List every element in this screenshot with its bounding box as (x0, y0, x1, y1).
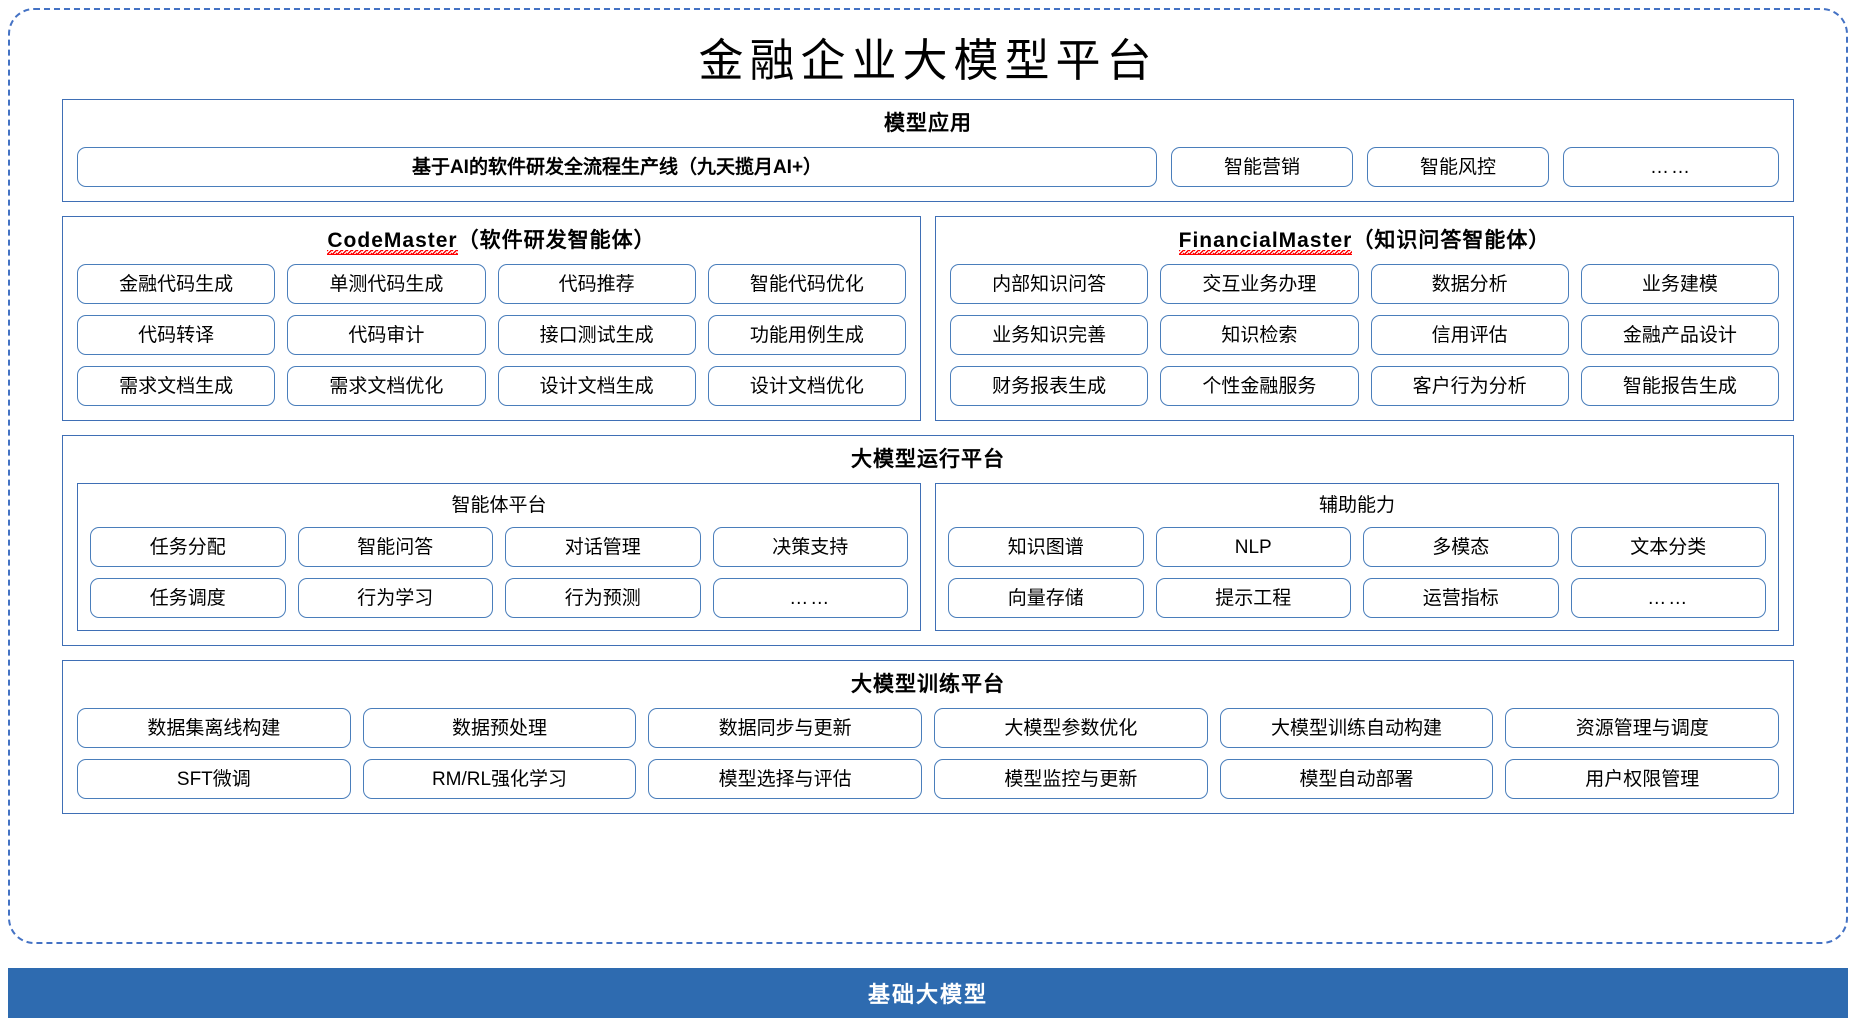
training-platform-title: 大模型训练平台 (851, 673, 1005, 697)
codemaster-name-cn: （软件研发智能体） (457, 229, 656, 253)
training-platform-panel: 大模型训练平台 数据集离线构建 数据预处理 数据同步与更新 大模型参数优化 大模… (62, 660, 1794, 815)
tile-code-recommend[interactable]: 代码推荐 (497, 264, 696, 305)
tile-behavior-learning[interactable]: 行为学习 (297, 578, 493, 619)
tile-resource-management[interactable]: 资源管理与调度 (1505, 708, 1780, 749)
tile-requirement-doc-gen[interactable]: 需求文档生成 (77, 366, 276, 407)
tile-functional-case-gen[interactable]: 功能用例生成 (707, 315, 906, 356)
financialmaster-row-2: 业务知识完善 知识检索 信用评估 金融产品设计 (950, 315, 1779, 356)
tile-text-classification[interactable]: 文本分类 (1570, 527, 1766, 568)
page-title: 金融企业大模型平台 (698, 34, 1158, 87)
codemaster-row-2: 代码转译 代码审计 接口测试生成 功能用例生成 (77, 315, 906, 356)
auxiliary-row-1: 知识图谱 NLP 多模态 文本分类 (948, 527, 1766, 568)
tile-operation-metrics[interactable]: 运营指标 (1363, 578, 1559, 619)
app-tile-marketing[interactable]: 智能营销 (1171, 147, 1353, 188)
tile-agent-platform-more[interactable]: …… (712, 578, 908, 619)
tile-task-allocation[interactable]: 任务分配 (90, 527, 286, 568)
training-row-1: 数据集离线构建 数据预处理 数据同步与更新 大模型参数优化 大模型训练自动构建 … (77, 708, 1780, 749)
tile-sft-finetune[interactable]: SFT微调 (77, 759, 351, 800)
tile-task-scheduling[interactable]: 任务调度 (90, 578, 286, 619)
tile-api-test-gen[interactable]: 接口测试生成 (497, 315, 696, 356)
runtime-platform-title: 大模型运行平台 (851, 448, 1005, 472)
agents-section: CodeMaster（软件研发智能体） 金融代码生成 单测代码生成 代码推荐 智… (62, 216, 1794, 422)
tile-interactive-business[interactable]: 交互业务办理 (1160, 264, 1359, 305)
runtime-subpanels: 智能体平台 任务分配 智能问答 对话管理 决策支持 任务调度 行为学习 行为预测… (77, 483, 1779, 632)
tile-auxiliary-more[interactable]: …… (1570, 578, 1766, 619)
codemaster-title: CodeMaster（软件研发智能体） (77, 229, 906, 256)
tile-business-knowledge-improve[interactable]: 业务知识完善 (950, 315, 1149, 356)
financialmaster-panel: FinancialMaster（知识问答智能体） 内部知识问答 交互业务办理 数… (935, 216, 1794, 422)
model-application-tiles: 基于AI的软件研发全流程生产线（九天揽月AI+） 智能营销 智能风控 …… (77, 147, 1779, 188)
auxiliary-capability-subpanel: 辅助能力 知识图谱 NLP 多模态 文本分类 向量存储 提示工程 运营指标 …… (935, 483, 1779, 632)
tile-personalized-finance-service[interactable]: 个性金融服务 (1160, 366, 1359, 407)
tile-model-auto-deploy[interactable]: 模型自动部署 (1219, 759, 1494, 800)
tile-data-sync-update[interactable]: 数据同步与更新 (648, 708, 923, 749)
financialmaster-name-latin: FinancialMaster (1178, 229, 1353, 256)
tile-dataset-offline-build[interactable]: 数据集离线构建 (77, 708, 351, 749)
tile-vector-store[interactable]: 向量存储 (948, 578, 1144, 619)
tile-smart-qa[interactable]: 智能问答 (297, 527, 493, 568)
tile-internal-knowledge-qa[interactable]: 内部知识问答 (950, 264, 1149, 305)
codemaster-row-1: 金融代码生成 单测代码生成 代码推荐 智能代码优化 (77, 264, 906, 305)
tile-smart-report-gen[interactable]: 智能报告生成 (1580, 366, 1779, 407)
tile-behavior-prediction[interactable]: 行为预测 (505, 578, 701, 619)
app-tile-risk-control[interactable]: 智能风控 (1367, 147, 1549, 188)
base-model-bar: 基础大模型 (8, 968, 1848, 1018)
runtime-platform-panel: 大模型运行平台 智能体平台 任务分配 智能问答 对话管理 决策支持 任务调度 行… (62, 435, 1794, 647)
tile-smart-code-optimize[interactable]: 智能代码优化 (707, 264, 906, 305)
financialmaster-row-1: 内部知识问答 交互业务办理 数据分析 业务建模 (950, 264, 1779, 305)
codemaster-panel: CodeMaster（软件研发智能体） 金融代码生成 单测代码生成 代码推荐 智… (62, 216, 921, 422)
tile-multimodal[interactable]: 多模态 (1363, 527, 1559, 568)
tile-code-gen-finance[interactable]: 金融代码生成 (77, 264, 276, 305)
tile-prompt-engineering[interactable]: 提示工程 (1155, 578, 1351, 619)
tile-user-permission[interactable]: 用户权限管理 (1505, 759, 1780, 800)
model-application-panel: 模型应用 基于AI的软件研发全流程生产线（九天揽月AI+） 智能营销 智能风控 … (62, 99, 1794, 203)
tile-dialog-management[interactable]: 对话管理 (505, 527, 701, 568)
tile-customer-behavior-analysis[interactable]: 客户行为分析 (1370, 366, 1569, 407)
codemaster-name-latin: CodeMaster (327, 229, 458, 256)
financialmaster-name-cn: （知识问答智能体） (1352, 229, 1551, 253)
agent-platform-row-1: 任务分配 智能问答 对话管理 决策支持 (90, 527, 908, 568)
tile-design-doc-gen[interactable]: 设计文档生成 (497, 366, 696, 407)
app-tile-more[interactable]: …… (1563, 147, 1779, 188)
tile-financial-report-gen[interactable]: 财务报表生成 (950, 366, 1149, 407)
auxiliary-capability-title: 辅助能力 (1318, 495, 1395, 517)
financialmaster-title: FinancialMaster（知识问答智能体） (950, 229, 1779, 256)
tile-data-preprocessing[interactable]: 数据预处理 (362, 708, 637, 749)
tile-design-doc-optimize[interactable]: 设计文档优化 (707, 366, 906, 407)
auxiliary-row-2: 向量存储 提示工程 运营指标 …… (948, 578, 1766, 619)
agent-platform-subpanel: 智能体平台 任务分配 智能问答 对话管理 决策支持 任务调度 行为学习 行为预测… (77, 483, 921, 632)
app-tile-flagship[interactable]: 基于AI的软件研发全流程生产线（九天揽月AI+） (77, 147, 1157, 188)
tile-credit-assessment[interactable]: 信用评估 (1370, 315, 1569, 356)
tile-data-analysis[interactable]: 数据分析 (1370, 264, 1569, 305)
financialmaster-row-3: 财务报表生成 个性金融服务 客户行为分析 智能报告生成 (950, 366, 1779, 407)
tile-decision-support[interactable]: 决策支持 (712, 527, 908, 568)
codemaster-row-3: 需求文档生成 需求文档优化 设计文档生成 设计文档优化 (77, 366, 906, 407)
tile-model-param-optimize[interactable]: 大模型参数优化 (934, 708, 1208, 749)
training-row-2: SFT微调 RM/RL强化学习 模型选择与评估 模型监控与更新 模型自动部署 用… (77, 759, 1780, 800)
tile-requirement-doc-optimize[interactable]: 需求文档优化 (287, 366, 486, 407)
tile-code-audit[interactable]: 代码审计 (287, 315, 486, 356)
tile-nlp[interactable]: NLP (1155, 527, 1351, 568)
platform-outer-frame: 金融企业大模型平台 模型应用 基于AI的软件研发全流程生产线（九天揽月AI+） … (8, 8, 1848, 944)
tile-knowledge-retrieval[interactable]: 知识检索 (1160, 315, 1359, 356)
tile-business-modeling[interactable]: 业务建模 (1580, 264, 1779, 305)
tile-knowledge-graph[interactable]: 知识图谱 (948, 527, 1144, 568)
tile-unittest-code-gen[interactable]: 单测代码生成 (287, 264, 486, 305)
tile-code-transpile[interactable]: 代码转译 (77, 315, 276, 356)
model-application-title: 模型应用 (884, 112, 972, 135)
tile-financial-product-design[interactable]: 金融产品设计 (1580, 315, 1779, 356)
agent-platform-row-2: 任务调度 行为学习 行为预测 …… (90, 578, 908, 619)
tile-model-monitor-update[interactable]: 模型监控与更新 (934, 759, 1208, 800)
tile-model-select-eval[interactable]: 模型选择与评估 (648, 759, 923, 800)
tile-training-auto-build[interactable]: 大模型训练自动构建 (1219, 708, 1494, 749)
agent-platform-title: 智能体平台 (451, 495, 547, 517)
tile-rm-rl[interactable]: RM/RL强化学习 (362, 759, 637, 800)
